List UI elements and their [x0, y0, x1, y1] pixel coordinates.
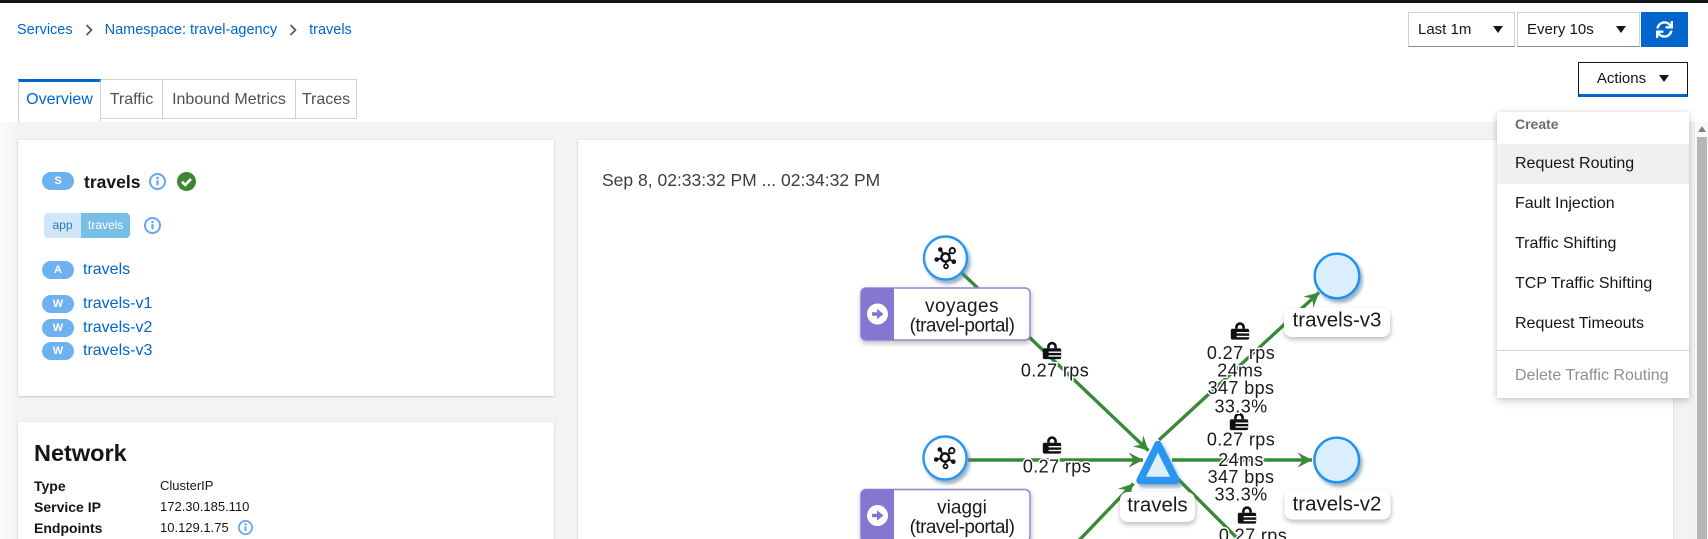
svg-text:347 bps: 347 bps [1208, 467, 1275, 487]
svg-text:0.27 rps: 0.27 rps [1023, 457, 1091, 477]
svg-text:voyages: voyages [925, 296, 999, 317]
svg-text:(travel-portal): (travel-portal) [910, 517, 1015, 538]
svg-text:33.3%: 33.3% [1214, 485, 1267, 505]
svg-text:347 bps: 347 bps [1208, 378, 1275, 398]
svg-text:0.27 rps: 0.27 rps [1207, 343, 1275, 363]
svg-text:0.27 rps: 0.27 rps [1207, 430, 1275, 450]
svg-text:travels: travels [1127, 494, 1187, 517]
svg-text:24ms: 24ms [1217, 361, 1263, 381]
svg-text:24ms: 24ms [1218, 450, 1264, 470]
svg-text:33.3%: 33.3% [1214, 397, 1267, 417]
svg-text:travels-v2: travels-v2 [1293, 493, 1382, 516]
svg-text:(travel-portal): (travel-portal) [910, 316, 1015, 337]
svg-text:viaggi: viaggi [937, 498, 987, 519]
svg-text:0.27 rps: 0.27 rps [1021, 361, 1089, 381]
svg-text:0.27 rps: 0.27 rps [1219, 526, 1287, 539]
svg-text:travels-v3: travels-v3 [1293, 309, 1382, 332]
